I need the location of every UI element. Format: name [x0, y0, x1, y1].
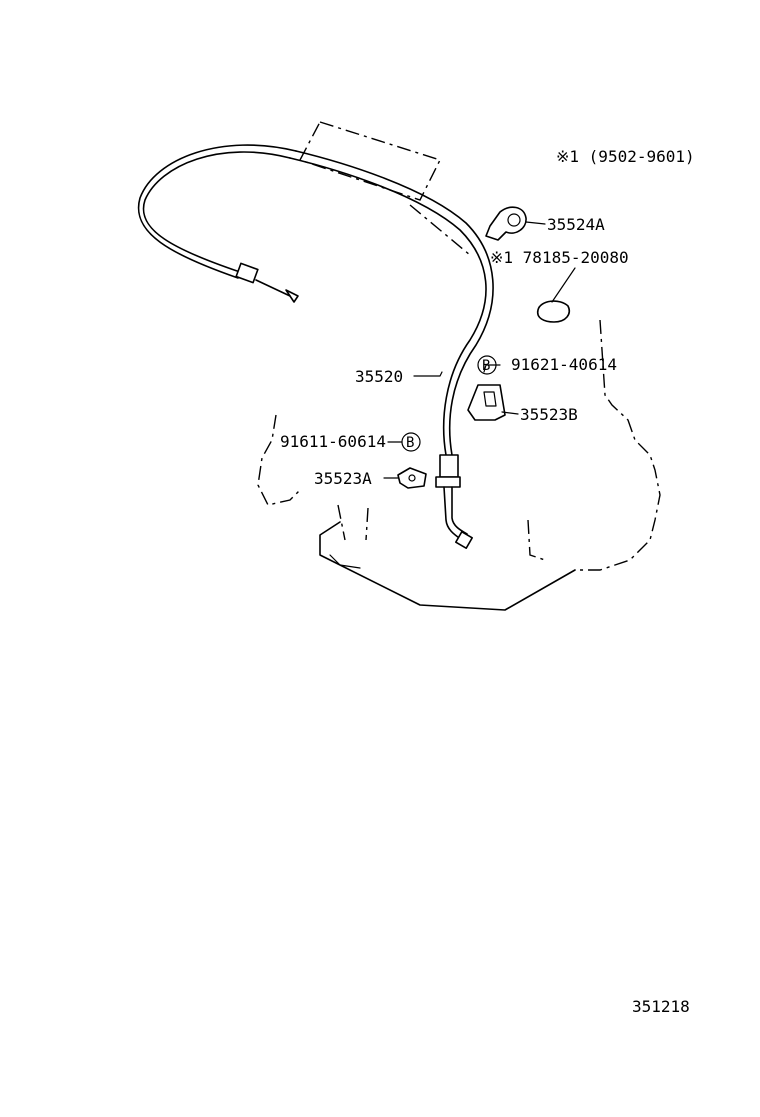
label-35524a: 35524A — [547, 215, 605, 234]
cable-35520 — [137, 144, 494, 549]
illustration-number: 351218 — [632, 997, 690, 1016]
label-91611-60614: 91611-60614 — [280, 432, 386, 451]
transmission-outline — [257, 121, 661, 611]
bracket-35523b-drawing — [467, 384, 519, 421]
label-35523a: 35523A — [314, 469, 372, 488]
clamp-35524a-drawing — [485, 206, 546, 241]
bracket-35523a-drawing — [383, 467, 427, 489]
leader-lines — [387, 364, 501, 443]
label-91621-40614: 91621-40614 — [511, 355, 617, 374]
note-date-range: ※1 (9502-9601) — [556, 147, 695, 166]
bolt-marker-left: B — [406, 435, 414, 451]
bolt-marker-right: B — [482, 358, 490, 374]
bolt-marker-right-circle — [477, 355, 497, 375]
bolt-marker-left-circle — [401, 432, 421, 452]
grommet-78185-20080-drawing — [536, 267, 576, 323]
label-35523b: 35523B — [520, 405, 578, 424]
label-35520: 35520 — [355, 367, 403, 386]
label-note-part: ※1 78185-20080 — [490, 248, 629, 267]
